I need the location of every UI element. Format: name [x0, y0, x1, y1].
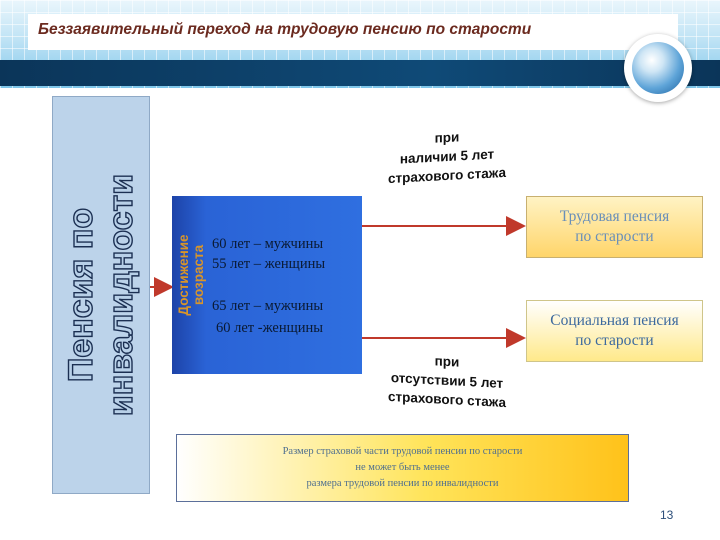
age-reached-text: Достижение возраста [176, 234, 206, 316]
globe-icon [624, 34, 692, 102]
slide-title: Беззаявительный переход на трудовую пенс… [38, 21, 532, 38]
slide-header: Беззаявительный переход на трудовую пенс… [0, 0, 720, 88]
age-line-women-55: 55 лет – женщины [212, 256, 326, 272]
header-dark-strip [0, 60, 720, 86]
age-line-women-60: 60 лет -женщины [216, 320, 324, 336]
title-bar [28, 14, 678, 50]
age-conditions-box [172, 196, 362, 374]
caption-without-5-years: при отсутствии 5 лет страхового стажа [388, 353, 506, 411]
globe-sphere [632, 42, 684, 94]
labour-pension-label: Трудовая пенсия по старости [559, 208, 670, 245]
social-pension-label: Социальная пенсия по старости [550, 312, 679, 349]
pension-size-note-text: Размер страховой части трудовой пенсии п… [282, 446, 523, 489]
age-line-men-65: 65 лет – мужчины [212, 298, 324, 314]
pension-size-note: Размер страховой части трудовой пенсии п… [176, 434, 629, 502]
labour-pension-box: Трудовая пенсия по старости [526, 196, 703, 258]
caption-with-5-years: при наличии 5 лет страхового стажа [388, 129, 506, 187]
page-number: 13 [660, 508, 674, 522]
age-line-men-60: 60 лет – мужчины [212, 236, 324, 252]
disability-pension-box: Пенсия по инвалидности [52, 96, 150, 494]
age-reached-label: Достижение возраста [174, 200, 208, 350]
social-pension-box: Социальная пенсия по старости [526, 300, 703, 362]
